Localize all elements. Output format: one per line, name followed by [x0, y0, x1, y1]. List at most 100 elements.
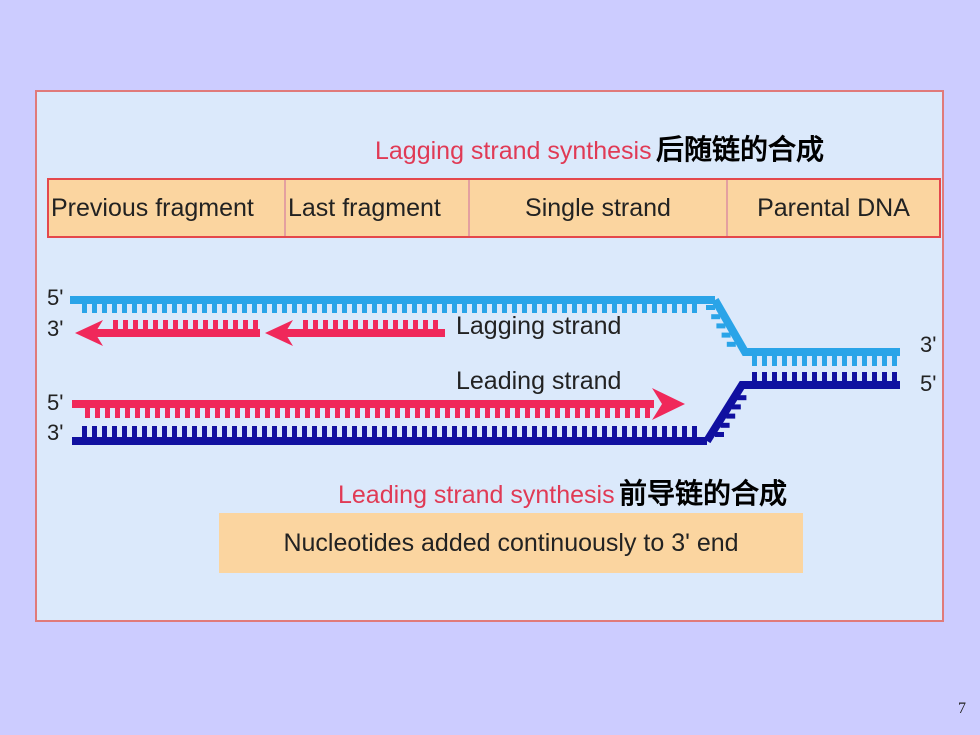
lagging-template-base [112, 304, 117, 313]
leading-template-fork-base [715, 432, 724, 437]
leading-new-strand-base [315, 408, 320, 418]
lagging-template-base [492, 304, 497, 313]
last-fragment-arrow-base [363, 320, 368, 329]
parental-base-bottom [792, 372, 797, 382]
leading-template-base [242, 426, 247, 437]
leading-new-strand-base [455, 408, 460, 418]
last-fragment-arrow-base [393, 320, 398, 329]
leading-new-strand-base [415, 408, 420, 418]
leading-template-base [312, 426, 317, 437]
previous-fragment-arrow-base [113, 320, 118, 329]
leading-template-base [692, 426, 697, 437]
end-label-bottom-5: 5' [47, 390, 64, 415]
lagging-template-base [172, 304, 177, 313]
lagging-template-base [192, 304, 197, 313]
leading-template-base [272, 426, 277, 437]
last-fragment-arrow-base [383, 320, 388, 329]
parental-base-bottom [812, 372, 817, 382]
parental-base-top [872, 356, 877, 366]
leading-new-strand-base [345, 408, 350, 418]
leading-new-strand-base [575, 408, 580, 418]
lagging-synthesis-title-en: Lagging strand synthesis [375, 137, 652, 165]
parental-base-top [822, 356, 827, 366]
leading-template-base [212, 426, 217, 437]
leading-new-strand-base [565, 408, 570, 418]
lagging-template-base [462, 304, 467, 313]
leading-template-base [112, 426, 117, 437]
parental-base-bottom [782, 372, 787, 382]
leading-new-strand-base [325, 408, 330, 418]
leading-new-strand-base [515, 408, 520, 418]
last-fragment-arrow-base [423, 320, 428, 329]
leading-new-strand-base [625, 408, 630, 418]
parental-base-top [792, 356, 797, 366]
leading-new-strand-base [615, 408, 620, 418]
leading-new-strand-base [245, 408, 250, 418]
leading-new-strand-head [652, 388, 685, 420]
lagging-template-base [592, 304, 597, 313]
leading-new-strand-base [225, 408, 230, 418]
leading-template-base [642, 426, 647, 437]
leading-template-base [302, 426, 307, 437]
leading-new-strand-base [185, 408, 190, 418]
end-label-right-5: 5' [920, 371, 937, 396]
lagging-template-fork-base [711, 314, 721, 320]
lagging-template-base [212, 304, 217, 313]
leading-template-base [562, 426, 567, 437]
lagging-template-base [292, 304, 297, 313]
parental-base-bottom [762, 372, 767, 382]
last-fragment-arrow-base [343, 320, 348, 329]
leading-template-base [142, 426, 147, 437]
parental-base-top [782, 356, 787, 366]
leading-template-base [632, 426, 637, 437]
leading-template-fork-base [737, 395, 747, 401]
leading-new-strand-base [365, 408, 370, 418]
lagging-template-base [392, 304, 397, 313]
previous-fragment-arrow-base [183, 320, 188, 329]
leading-template-base [462, 426, 467, 437]
leading-template-base [612, 426, 617, 437]
leading-new-strand-base [85, 408, 90, 418]
lagging-template-base [422, 304, 427, 313]
lagging-template-base [322, 304, 327, 313]
previous-fragment-arrow-base [123, 320, 128, 329]
lagging-template-base [522, 304, 527, 313]
end-label-top-3: 3' [47, 316, 64, 341]
leading-template-base [452, 426, 457, 437]
leading-template-base [432, 426, 437, 437]
leading-new-strand-base [635, 408, 640, 418]
previous-fragment-arrow-base [233, 320, 238, 329]
leading-template-base [362, 426, 367, 437]
parental-base-bottom [872, 372, 877, 382]
segment-bar: Previous fragment Last fragment Single s… [47, 178, 941, 238]
parental-base-top [862, 356, 867, 366]
leading-template-base [222, 426, 227, 437]
lagging-template-base [482, 304, 487, 313]
leading-template-base [602, 426, 607, 437]
parental-base-top [842, 356, 847, 366]
parental-base-bottom [752, 372, 757, 382]
leading-new-strand-base [485, 408, 490, 418]
leading-new-strand-base [585, 408, 590, 418]
leading-new-strand-base [165, 408, 170, 418]
leading-new-strand-base [275, 408, 280, 418]
lagging-template-base [342, 304, 347, 313]
leading-synthesis-title-cn: 前导链的合成 [619, 477, 788, 510]
parental-base-top [752, 356, 757, 366]
previous-fragment-arrow-base [133, 320, 138, 329]
leading-new-strand-base [285, 408, 290, 418]
lagging-template-base [672, 304, 677, 313]
previous-fragment-arrow-base [153, 320, 158, 329]
lagging-template-base [442, 304, 447, 313]
parental-base-bottom [892, 372, 897, 382]
lagging-template-base [132, 304, 137, 313]
lagging-template-strand [70, 296, 900, 366]
lagging-template-fork [711, 298, 900, 356]
lagging-template-base [532, 304, 537, 313]
leading-template-base [252, 426, 257, 437]
leading-new-strand-base [465, 408, 470, 418]
lagging-template-base [242, 304, 247, 313]
lagging-template-base [102, 304, 107, 313]
parental-base-top [832, 356, 837, 366]
lagging-template-base [82, 304, 87, 313]
